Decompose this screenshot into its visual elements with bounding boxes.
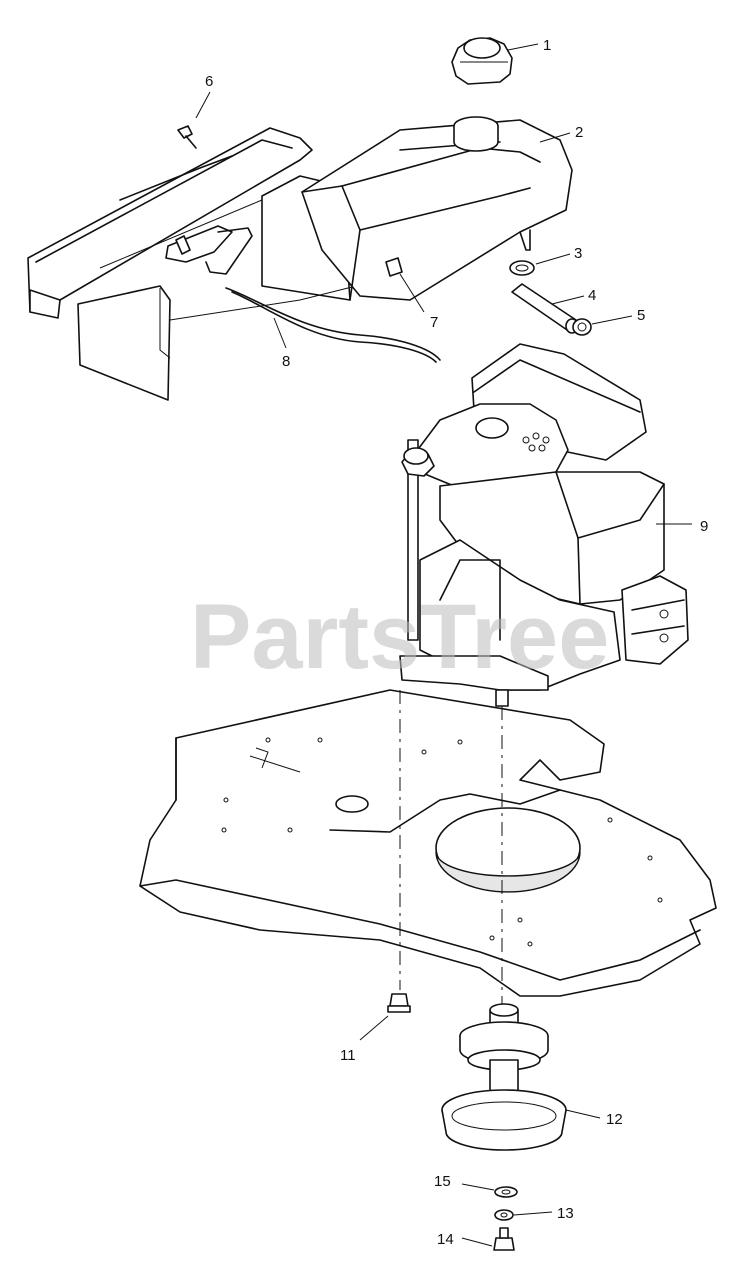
hose-clamp-lower [572, 318, 592, 336]
callout-2: 2 [539, 124, 583, 143]
svg-text:2: 2 [575, 124, 583, 141]
callout-12: 12 [565, 1109, 623, 1128]
hose-clamp-upper [509, 260, 535, 276]
fuel-cap [451, 37, 513, 85]
callout-8: 8 [273, 317, 290, 370]
fuel-tank [301, 116, 573, 301]
watermark: PartsTree [190, 586, 609, 688]
engine [399, 343, 689, 707]
callout-14: 14 [437, 1231, 493, 1248]
screw-6 [177, 125, 197, 149]
callout-15: 15 [434, 1173, 495, 1191]
fuel-line [511, 283, 579, 334]
svg-text:12: 12 [606, 1111, 623, 1128]
svg-text:4: 4 [588, 287, 596, 304]
washer-15 [494, 1186, 518, 1198]
pulley [441, 1003, 567, 1151]
svg-text:8: 8 [282, 353, 290, 370]
callout-6: 6 [195, 73, 213, 119]
recoil-vents [522, 432, 550, 452]
svg-text:9: 9 [700, 518, 708, 535]
svg-text:13: 13 [557, 1205, 574, 1222]
frame-holes [221, 737, 663, 947]
callout-7: 7 [399, 273, 438, 331]
throttle-control [165, 225, 253, 275]
svg-text:7: 7 [430, 314, 438, 331]
callout-1: 1 [507, 37, 551, 54]
throttle-cable [225, 287, 441, 363]
dash-panel [27, 127, 381, 401]
lock-washer-13 [494, 1209, 514, 1221]
frame-deck [139, 689, 717, 997]
callout-5: 5 [591, 307, 645, 325]
svg-text:3: 3 [574, 245, 582, 262]
bolt-14 [493, 1227, 515, 1251]
callout-3: 3 [535, 245, 582, 265]
callout-13: 13 [513, 1205, 574, 1222]
callout-11: 11 [340, 1015, 389, 1064]
svg-text:11: 11 [340, 1047, 356, 1064]
svg-text:5: 5 [637, 307, 645, 324]
svg-text:1: 1 [543, 37, 551, 54]
bolt-11 [387, 993, 411, 1013]
svg-text:15: 15 [434, 1173, 451, 1190]
svg-text:6: 6 [205, 73, 213, 90]
callout-4: 4 [551, 287, 596, 305]
svg-text:14: 14 [437, 1231, 454, 1248]
callout-9: 9 [656, 518, 708, 535]
